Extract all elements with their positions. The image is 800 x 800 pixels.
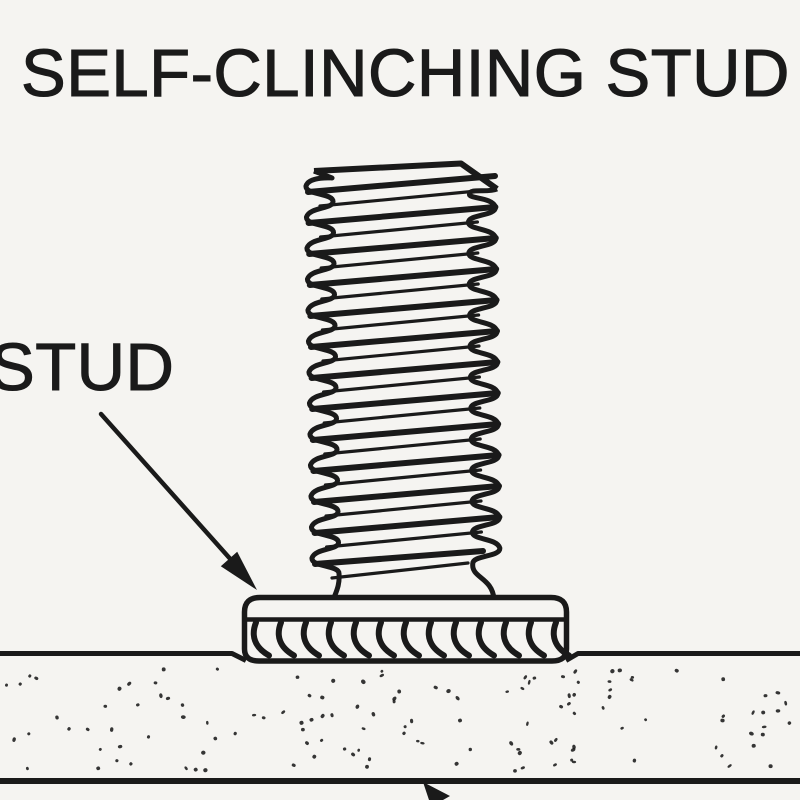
panel-stipple-dots bbox=[5, 667, 792, 773]
bottom-leader-arrowhead bbox=[423, 782, 450, 800]
clinch-flange bbox=[241, 594, 572, 664]
figure-title: SELF-CLINCHING STUD bbox=[20, 36, 790, 111]
threaded-stud bbox=[303, 160, 503, 600]
stud-leader-arrow bbox=[98, 411, 257, 590]
sheet-panel bbox=[0, 651, 800, 784]
stud-callout-label: STUD bbox=[0, 330, 175, 405]
